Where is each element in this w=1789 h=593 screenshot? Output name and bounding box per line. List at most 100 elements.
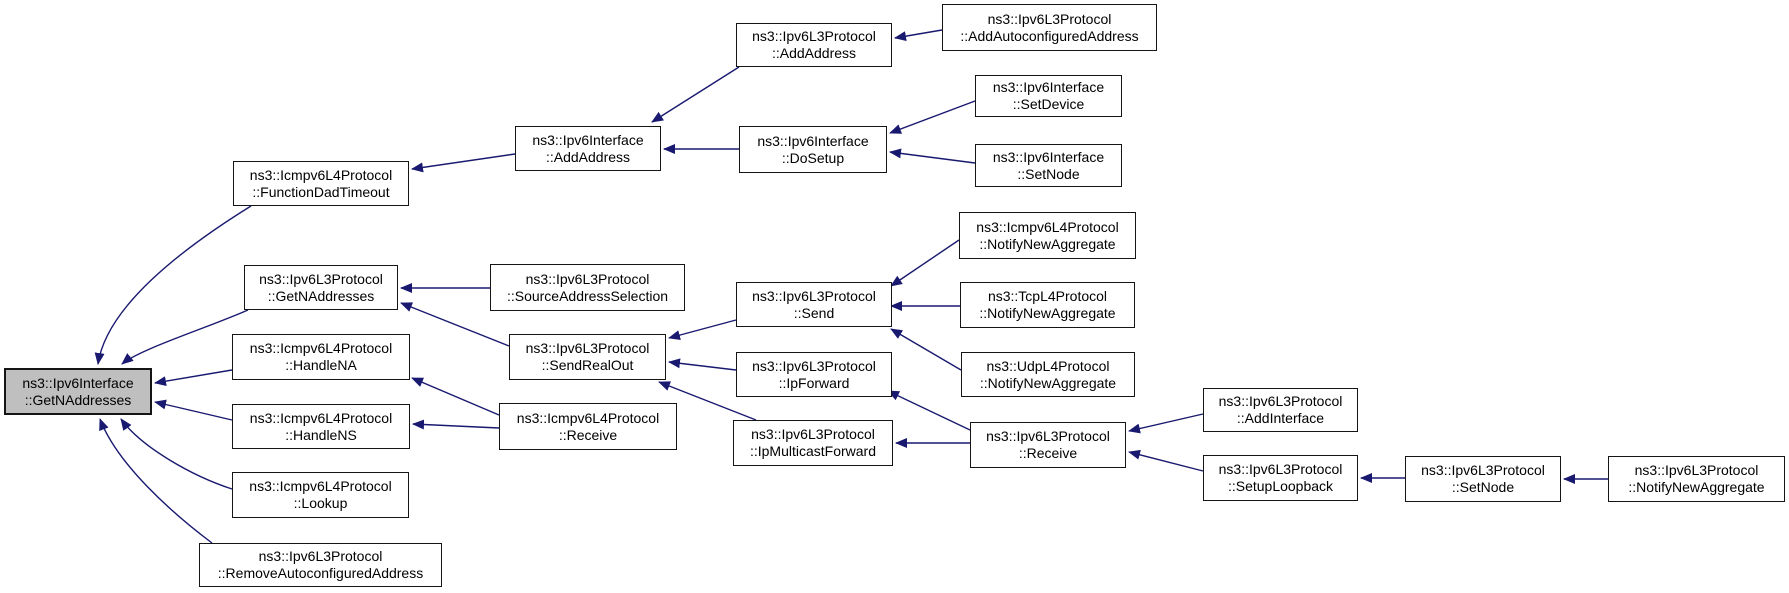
node-ipv6l3protocol-getnaddresses[interactable]: ns3::Ipv6L3Protocol ::GetNAddresses bbox=[244, 265, 398, 310]
edge-udpnna-send bbox=[890, 328, 962, 371]
node-label-line2: ::GetNAddresses bbox=[267, 287, 375, 304]
node-label-line2: ::SendRealOut bbox=[541, 357, 634, 373]
node-label-line1: ns3::Ipv6L3Protocol bbox=[987, 10, 1112, 27]
node-label-line1: ns3::Ipv6L3Protocol bbox=[525, 340, 650, 356]
node-label-line1: ns3::Icmpv6L4Protocol bbox=[249, 340, 393, 356]
node-label-line2: ::AddAddress bbox=[545, 148, 631, 165]
node-label-line2: ::NotifyNewAggregate bbox=[979, 305, 1116, 321]
node-icmpv6l4protocol-notifynewaggregate[interactable]: ns3::Icmpv6L4Protocol ::NotifyNewAggrega… bbox=[959, 212, 1136, 259]
node-icmpv6l4protocol-receive[interactable]: ns3::Icmpv6L4Protocol ::Receive bbox=[499, 403, 677, 450]
node-label-line1: ns3::Ipv6L3Protocol bbox=[1218, 393, 1343, 409]
node-label-line1: ns3::Ipv6Interface bbox=[757, 132, 869, 149]
node-label-line1: ns3::Ipv6L3Protocol bbox=[1421, 462, 1545, 478]
node-tcpl4protocol-notifynewaggregate[interactable]: ns3::TcpL4Protocol ::NotifyNewAggregate bbox=[960, 282, 1135, 328]
node-label-line2: ::SetDevice bbox=[1012, 96, 1085, 112]
node-label-line2: ::DoSetup bbox=[781, 149, 845, 166]
node-label-line2: ::IpMulticastForward bbox=[749, 443, 877, 459]
node-label-line2: ::SetNode bbox=[1451, 479, 1515, 495]
node-label-line2: ::NotifyNewAggregate bbox=[1628, 479, 1765, 495]
node-label-line2: ::RemoveAutoconfiguredAddress bbox=[217, 565, 424, 581]
node-label-line1: ns3::Ipv6L3Protocol bbox=[259, 270, 383, 287]
node-ipv6interface-setdevice[interactable]: ns3::Ipv6Interface ::SetDevice bbox=[975, 75, 1122, 117]
node-ipv6l3protocol-send[interactable]: ns3::Ipv6L3Protocol ::Send bbox=[736, 282, 892, 327]
node-label-line2: ::SetNode bbox=[1017, 165, 1080, 182]
edge-raa-main bbox=[99, 418, 213, 544]
node-label-line2: ::HandleNS bbox=[285, 426, 357, 443]
edge-ipfwd-sro bbox=[668, 358, 737, 371]
node-ipv6l3protocol-removeautoconfiguredaddress[interactable]: ns3::Ipv6L3Protocol ::RemoveAutoconfigur… bbox=[199, 543, 442, 587]
node-label-line2: ::Receive bbox=[1018, 445, 1078, 461]
node-label-line2: ::NotifyNewAggregate bbox=[979, 235, 1116, 252]
node-label-line2: ::Receive bbox=[558, 426, 618, 443]
edge-icmprecv-hna bbox=[411, 377, 500, 416]
node-ipv6l3protocol-ipmulticastforward[interactable]: ns3::Ipv6L3Protocol ::IpMulticastForward bbox=[733, 420, 893, 466]
edge-setdev-dosetup bbox=[889, 100, 976, 134]
node-label-line1: ns3::UdpL4Protocol bbox=[986, 357, 1110, 374]
edge-aaa-l3addaddr bbox=[894, 29, 943, 42]
node-label-line1: ns3::Ipv6Interface bbox=[992, 148, 1105, 165]
node-label-line1: ns3::Ipv6L3Protocol bbox=[986, 428, 1110, 444]
node-label-line2: ::HandleNA bbox=[285, 357, 357, 373]
edge-lookup-main bbox=[120, 418, 233, 490]
node-label-line1: ns3::Ipv6L3Protocol bbox=[751, 426, 875, 442]
node-label-line1: ns3::Ipv6L3Protocol bbox=[1634, 462, 1759, 478]
node-label-line1: ns3::Icmpv6L4Protocol bbox=[976, 218, 1119, 235]
edge-setuplb-l3recv bbox=[1128, 449, 1204, 472]
edge-setnodeif-dosetup bbox=[889, 148, 976, 164]
node-label-line2: ::Lookup bbox=[293, 495, 348, 511]
edge-icmprecv-hns bbox=[412, 419, 500, 430]
node-ipv6interface-addaddress[interactable]: ns3::Ipv6Interface ::AddAddress bbox=[515, 126, 661, 171]
node-label-line2: ::FunctionDadTimeout bbox=[252, 183, 390, 200]
node-label-line1: ns3::Ipv6Interface bbox=[992, 79, 1105, 95]
edge-l3recv-ipfwd bbox=[887, 390, 971, 431]
node-ipv6l3protocol-sourceaddressselection[interactable]: ns3::Ipv6L3Protocol ::SourceAddressSelec… bbox=[490, 264, 685, 311]
node-label-line2: ::IpForward bbox=[778, 374, 850, 391]
node-label-line2: ::SetupLoopback bbox=[1227, 478, 1334, 494]
edge-ipmfwd-sro bbox=[658, 381, 757, 421]
node-icmpv6l4protocol-functiondadtimeout[interactable]: ns3::Icmpv6L4Protocol ::FunctionDadTimeo… bbox=[233, 161, 409, 206]
node-icmpv6l4protocol-lookup[interactable]: ns3::Icmpv6L4Protocol ::Lookup bbox=[232, 472, 409, 518]
edge-ifaddr-fdt bbox=[411, 153, 516, 173]
node-icmpv6l4protocol-handlens[interactable]: ns3::Icmpv6L4Protocol ::HandleNS bbox=[232, 404, 410, 449]
node-label-line1: ns3::Ipv6L3Protocol bbox=[752, 28, 876, 44]
edge-addif-l3recv bbox=[1128, 413, 1204, 434]
node-ipv6l3protocol-setnode[interactable]: ns3::Ipv6L3Protocol ::SetNode bbox=[1405, 456, 1561, 502]
node-label-line2: ::SourceAddressSelection bbox=[506, 287, 669, 304]
node-ipv6l3protocol-addinterface[interactable]: ns3::Ipv6L3Protocol ::AddInterface bbox=[1203, 388, 1358, 432]
node-label-line2: ::AddInterface bbox=[1236, 410, 1325, 426]
node-ipv6interface-setnode[interactable]: ns3::Ipv6Interface ::SetNode bbox=[975, 144, 1122, 187]
edge-l3addaddr-ifaddr bbox=[651, 66, 740, 123]
node-label-line1: ns3::Ipv6L3Protocol bbox=[258, 548, 383, 564]
node-label-line1: ns3::Ipv6Interface bbox=[532, 131, 644, 148]
node-label-line2: ::NotifyNewAggregate bbox=[979, 374, 1117, 391]
node-label-line1: ns3::Ipv6L3Protocol bbox=[752, 357, 876, 374]
node-icmpv6l4protocol-handlena[interactable]: ns3::Icmpv6L4Protocol ::HandleNA bbox=[232, 334, 410, 380]
node-ipv6interface-dosetup[interactable]: ns3::Ipv6Interface ::DoSetup bbox=[739, 126, 887, 173]
node-label-line2: ::AddAutoconfiguredAddress bbox=[960, 27, 1139, 44]
node-label-line1: ns3::Ipv6L3Protocol bbox=[525, 270, 650, 287]
node-label-line1: ns3::TcpL4Protocol bbox=[987, 288, 1108, 304]
node-ipv6l3protocol-receive[interactable]: ns3::Ipv6L3Protocol ::Receive bbox=[970, 422, 1126, 468]
node-label-line1: ns3::Icmpv6L4Protocol bbox=[249, 166, 393, 183]
node-label-line1: ns3::Icmpv6L4Protocol bbox=[249, 409, 393, 426]
node-label-line2: ::Send bbox=[793, 304, 835, 321]
node-label-line1: ns3::Ipv6Interface bbox=[22, 374, 134, 391]
node-label-line2: ::GetNAddresses bbox=[24, 391, 132, 408]
node-label-line1: ns3::Icmpv6L4Protocol bbox=[249, 478, 392, 494]
node-udpl4protocol-notifynewaggregate[interactable]: ns3::UdpL4Protocol ::NotifyNewAggregate bbox=[961, 352, 1135, 397]
node-ipv6l3protocol-ipforward[interactable]: ns3::Ipv6L3Protocol ::IpForward bbox=[736, 352, 892, 397]
node-ipv6l3protocol-addautoconfiguredaddress[interactable]: ns3::Ipv6L3Protocol ::AddAutoconfiguredA… bbox=[942, 4, 1157, 51]
node-ipv6l3protocol-addaddress[interactable]: ns3::Ipv6L3Protocol ::AddAddress bbox=[736, 23, 892, 67]
node-ipv6interface-getnaddresses: ns3::Ipv6Interface ::GetNAddresses bbox=[4, 368, 152, 415]
edge-send-sro bbox=[668, 319, 737, 340]
node-label-line2: ::AddAddress bbox=[771, 45, 857, 61]
node-ipv6l3protocol-setuploopback[interactable]: ns3::Ipv6L3Protocol ::SetupLoopback bbox=[1203, 455, 1358, 501]
node-ipv6l3protocol-sendrealout[interactable]: ns3::Ipv6L3Protocol ::SendRealOut bbox=[509, 334, 666, 380]
edge-l3get-main bbox=[121, 309, 249, 365]
node-ipv6l3protocol-notifynewaggregate[interactable]: ns3::Ipv6L3Protocol ::NotifyNewAggregate bbox=[1608, 456, 1785, 502]
edge-sro-l3get bbox=[400, 302, 510, 347]
node-label-line1: ns3::Ipv6L3Protocol bbox=[752, 287, 876, 304]
node-label-line1: ns3::Ipv6L3Protocol bbox=[1218, 461, 1343, 477]
